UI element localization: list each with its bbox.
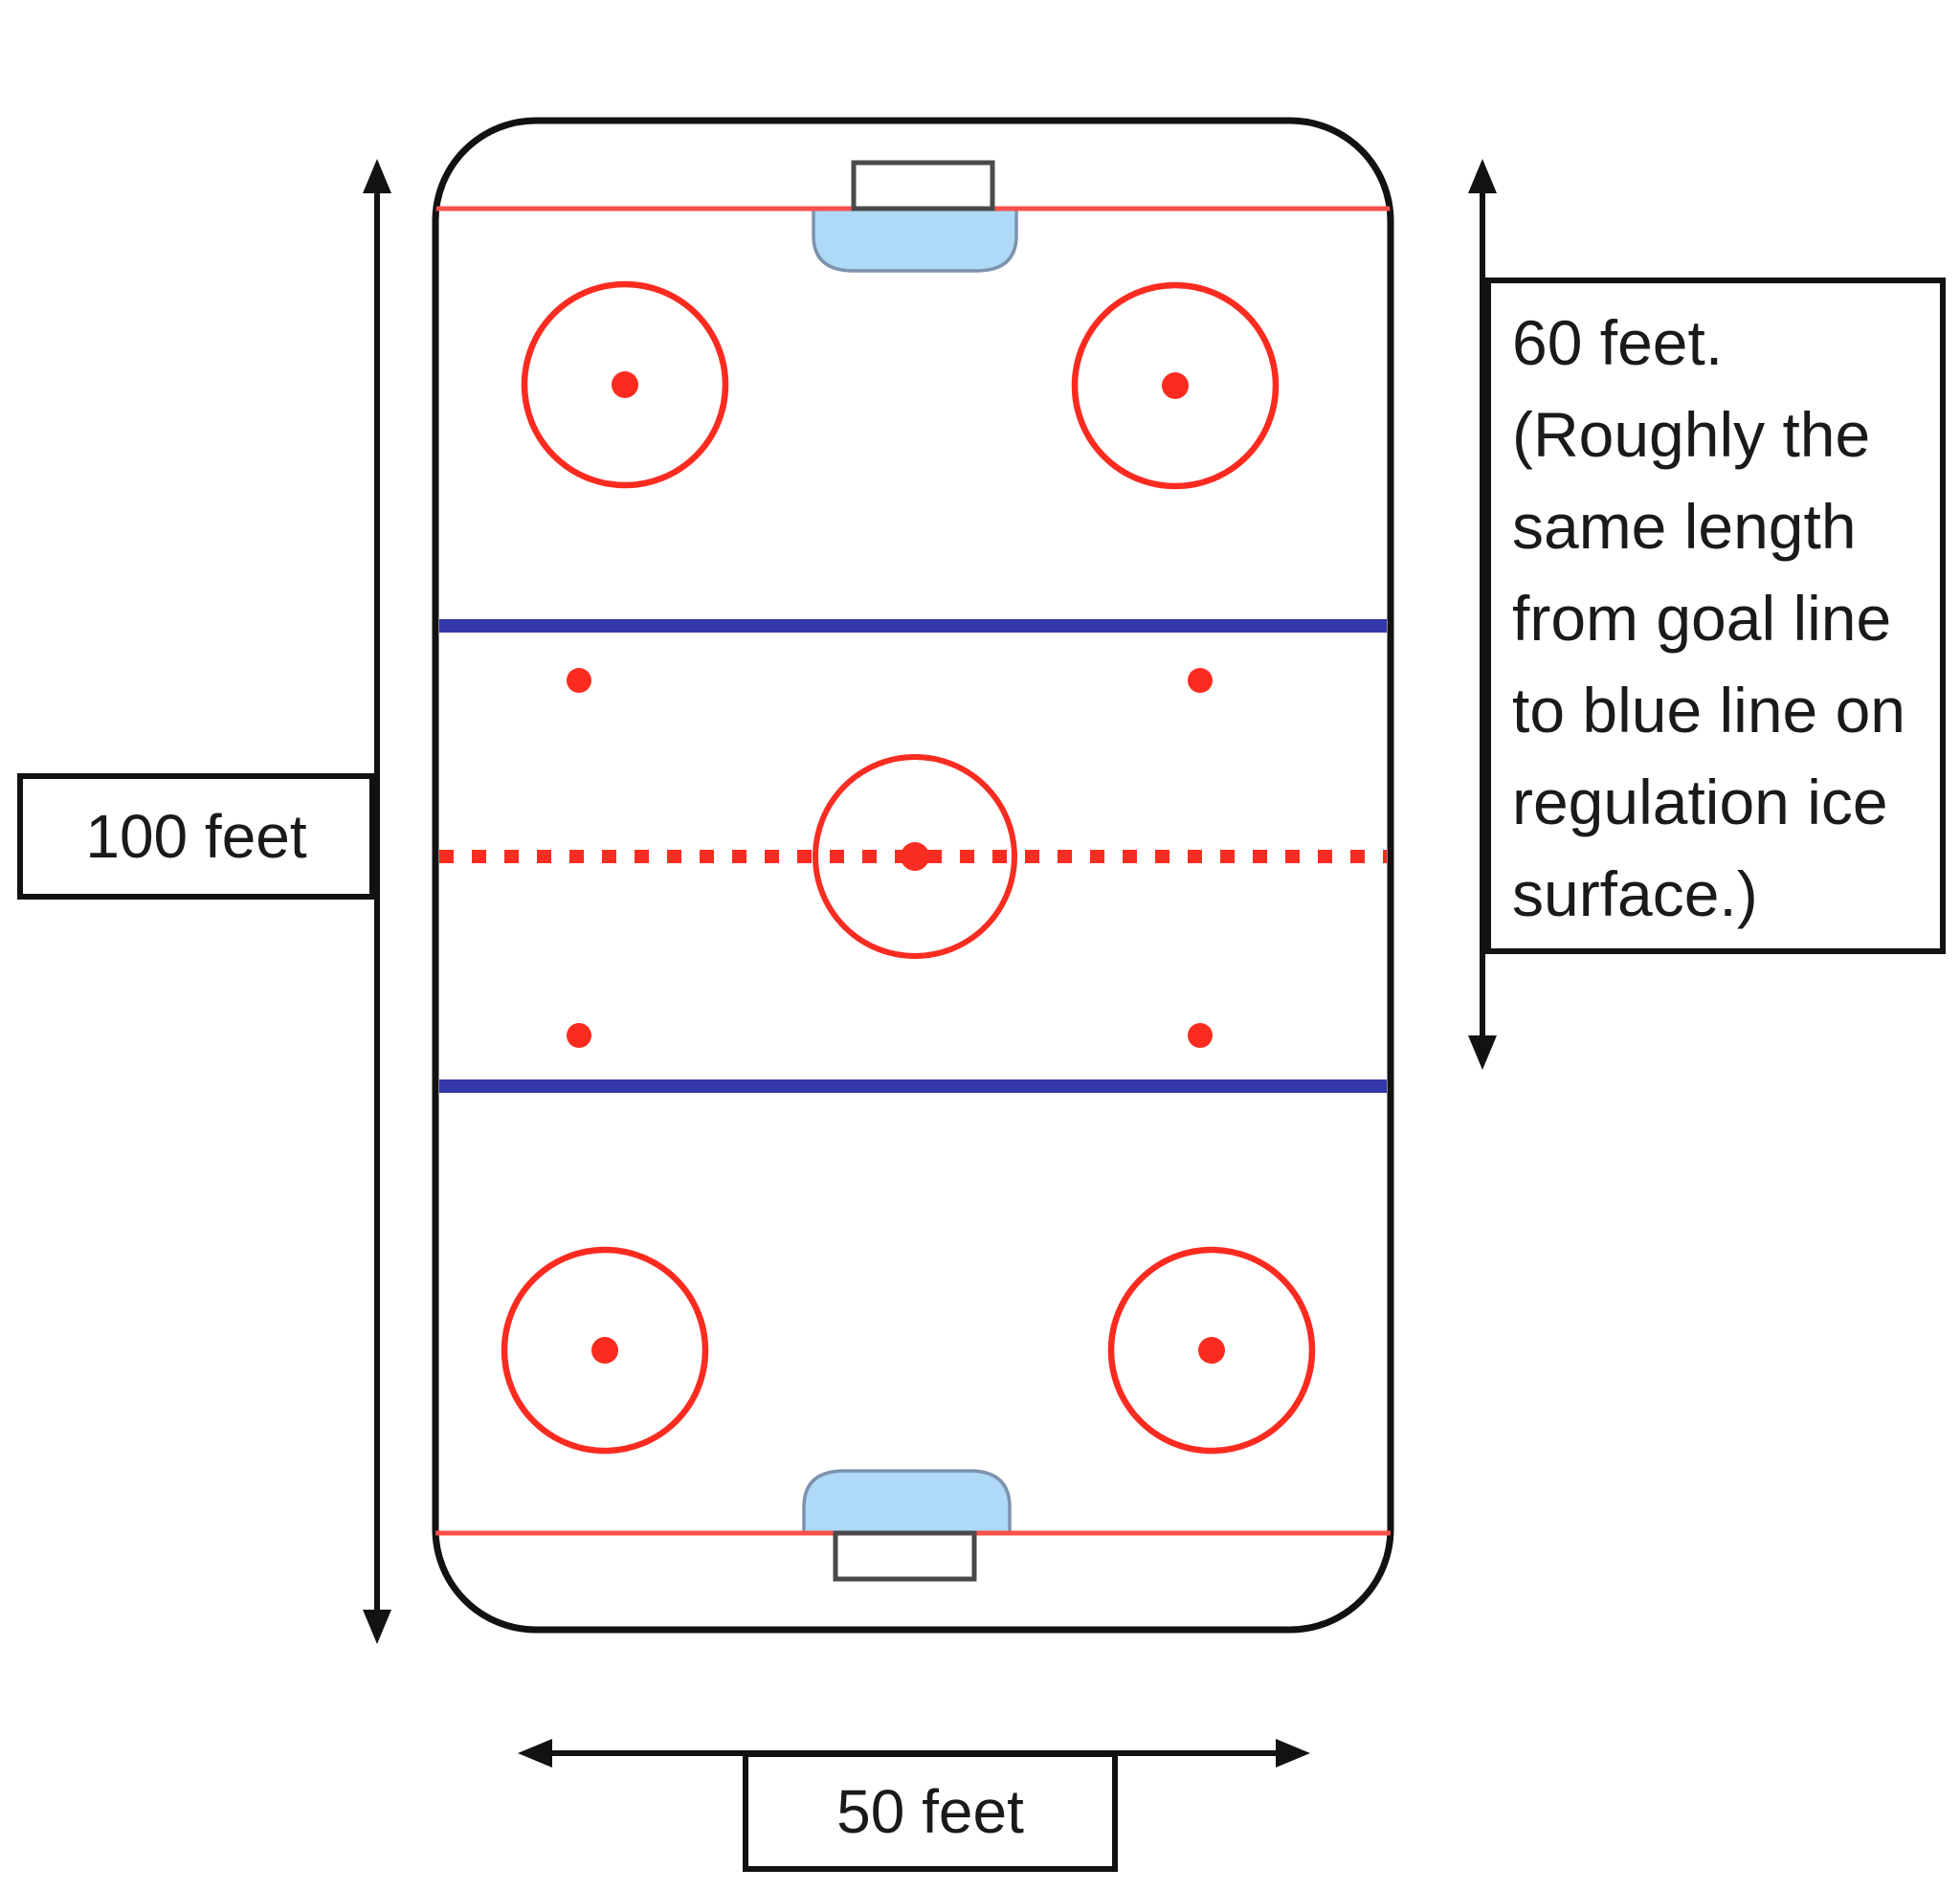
goal-net-top xyxy=(851,160,995,211)
neutral-dot-top-left xyxy=(567,668,591,693)
arrow-down-icon xyxy=(1468,1035,1497,1070)
height-label: 100 feet xyxy=(85,802,307,871)
center-faceoff-dot xyxy=(901,842,929,871)
neutral-dot-top-right xyxy=(1188,668,1213,693)
arrow-up-icon xyxy=(1468,159,1497,193)
faceoff-circle-top-left xyxy=(521,280,729,489)
neutral-dot-bottom-right xyxy=(1188,1023,1213,1048)
faceoff-circle-bottom-left xyxy=(501,1246,709,1455)
side-note-box: 60 feet. (Roughly the same length from g… xyxy=(1485,278,1946,954)
width-label-box: 50 feet xyxy=(743,1751,1118,1872)
height-label-box: 100 feet xyxy=(17,773,375,900)
goal-net-bottom xyxy=(833,1530,977,1582)
neutral-dot-bottom-left xyxy=(567,1023,591,1048)
faceoff-circle-bottom-right xyxy=(1107,1246,1316,1455)
faceoff-dot-bottom-right xyxy=(1198,1337,1225,1364)
center-circle xyxy=(813,754,1017,959)
rink-boards xyxy=(432,117,1394,1634)
faceoff-dot-bottom-left xyxy=(591,1337,618,1364)
height-dimension-arrow xyxy=(363,159,391,1644)
width-label: 50 feet xyxy=(836,1777,1024,1846)
faceoff-dot-top-left xyxy=(612,371,638,398)
arrow-up-icon xyxy=(363,159,391,193)
arrow-down-icon xyxy=(363,1610,391,1644)
faceoff-circle-top-right xyxy=(1071,281,1280,490)
goal-crease-top xyxy=(812,207,1018,273)
goal-crease-bottom xyxy=(802,1469,1012,1535)
faceoff-dot-top-right xyxy=(1162,372,1189,399)
arrow-right-icon xyxy=(1276,1739,1310,1768)
arrow-left-icon xyxy=(518,1739,552,1768)
side-note-dimension-arrow xyxy=(1468,159,1497,1070)
